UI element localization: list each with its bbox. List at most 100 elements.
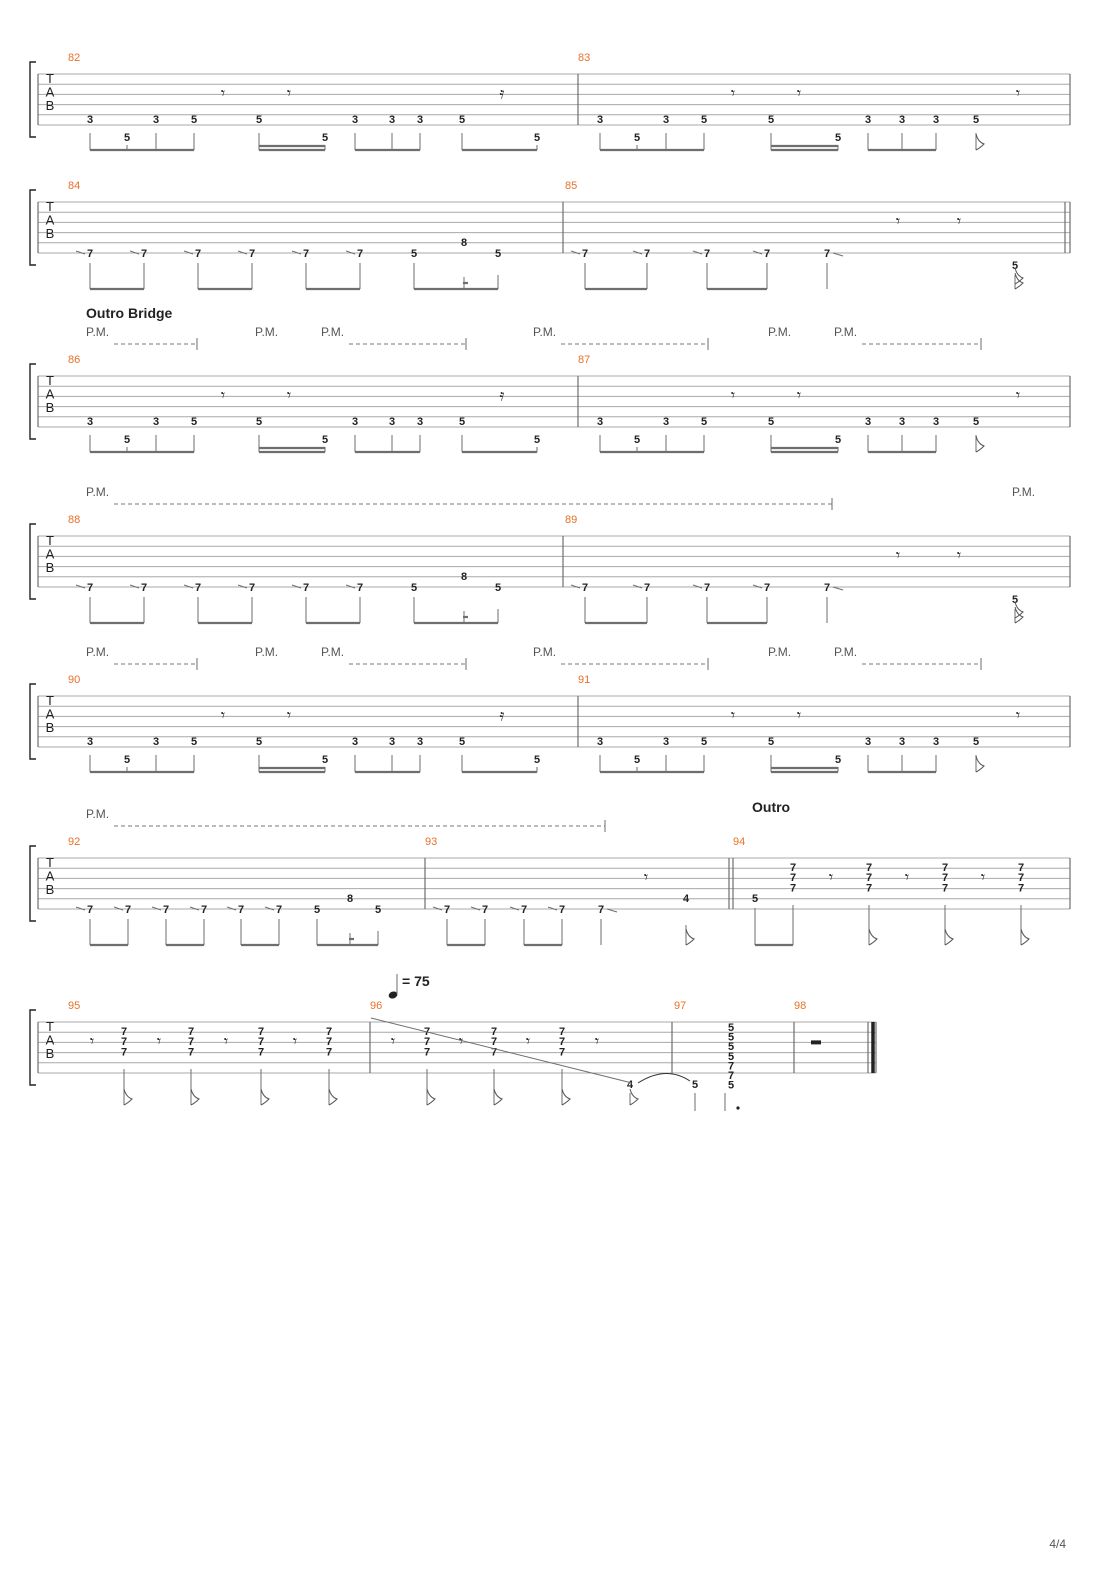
fret-number: 5: [534, 754, 540, 766]
slide-mark: [237, 250, 248, 255]
fret-number: 7: [188, 1026, 194, 1038]
rest-symbol: 𝄾: [644, 867, 648, 886]
fret-number: 3: [899, 416, 905, 428]
rest-symbol: 𝄾: [1016, 385, 1020, 404]
measure-number: 97: [674, 1000, 686, 1012]
note-flag: [975, 435, 985, 453]
quarter-note-head: [388, 991, 398, 999]
fret-number: 3: [663, 736, 669, 748]
fret-number: 3: [597, 416, 603, 428]
fret-number: 7: [644, 582, 650, 594]
fret-number: 3: [87, 416, 93, 428]
fret-number: 7: [249, 248, 255, 260]
fret-number: 3: [865, 736, 871, 748]
tab-clef-letter: A: [46, 707, 55, 722]
note-flag: [1014, 267, 1024, 285]
fret-number: 4: [627, 1079, 634, 1091]
rest-symbol: 𝄾: [981, 867, 985, 886]
fret-number: 5: [124, 754, 130, 766]
fret-number: 7: [1018, 872, 1024, 884]
fret-number: 7: [249, 582, 255, 594]
tab-clef-letter: A: [46, 869, 55, 884]
fret-number: 3: [597, 736, 603, 748]
palm-mute-label: P.M.: [533, 645, 556, 659]
fret-number: 7: [1018, 862, 1024, 874]
rest-symbol: 𝄾: [731, 705, 735, 724]
slide-out: [832, 252, 844, 257]
fret-number: 3: [663, 114, 669, 126]
rest-symbol: 𝄾: [157, 1031, 161, 1050]
slide-mark: [113, 906, 124, 911]
slide-mark: [291, 584, 302, 589]
slide-mark: [226, 906, 237, 911]
system-bracket: [29, 189, 36, 266]
slide-mark: [570, 584, 581, 589]
slide-mark: [632, 584, 643, 589]
fret-number: 7: [201, 904, 207, 916]
palm-mute-label: P.M.: [834, 645, 857, 659]
fret-number: 7: [121, 1036, 127, 1048]
tab-clef-letter: T: [46, 533, 54, 548]
fret-number: 5: [322, 132, 328, 144]
palm-mute-label: P.M.: [86, 645, 109, 659]
fret-number: 3: [417, 736, 423, 748]
fret-number: 7: [559, 1046, 565, 1058]
fret-number: 7: [491, 1026, 497, 1038]
fret-number: 7: [87, 904, 93, 916]
tab-clef-letter: T: [46, 693, 54, 708]
measure-number: 82: [68, 52, 80, 64]
system-bracket: [29, 683, 36, 760]
fret-number: 5: [768, 736, 774, 748]
measure-number: 98: [794, 1000, 806, 1012]
rest-symbol: 𝄾: [221, 385, 225, 404]
fret-number: 7: [326, 1036, 332, 1048]
fret-number: 7: [728, 1070, 734, 1082]
rest-symbol: 𝄾: [287, 83, 291, 102]
measure-number: 93: [425, 836, 437, 848]
fret-number: 5: [124, 434, 130, 446]
fret-number: 5: [256, 114, 262, 126]
note-flag: [1014, 272, 1024, 290]
fret-number: 4: [683, 893, 690, 905]
note-flag: [1020, 928, 1030, 946]
rest-symbol: 𝄾: [829, 867, 833, 886]
fret-number: 5: [701, 416, 707, 428]
note-flag: [190, 1088, 200, 1106]
fret-number: 3: [899, 114, 905, 126]
fret-number: 5: [1012, 594, 1018, 606]
slide-mark: [692, 250, 703, 255]
fret-number: 7: [582, 248, 588, 260]
fret-number: 3: [933, 114, 939, 126]
fret-number: 7: [728, 1060, 734, 1072]
fret-number: 5: [1012, 260, 1018, 272]
fret-number: 5: [728, 1041, 734, 1053]
slide-mark: [432, 906, 443, 911]
slide-mark: [129, 250, 140, 255]
fret-number: 7: [258, 1036, 264, 1048]
note-flag: [561, 1088, 571, 1106]
fret-number: 5: [322, 434, 328, 446]
tab-clef-letter: B: [46, 1046, 55, 1061]
system-bracket: [29, 1009, 36, 1086]
slide-mark: [189, 906, 200, 911]
fret-number: 7: [163, 904, 169, 916]
fret-number: 3: [389, 114, 395, 126]
fret-number: 3: [87, 114, 93, 126]
fret-number: 7: [704, 248, 710, 260]
fret-number: 8: [461, 571, 467, 583]
fret-number: 7: [559, 904, 565, 916]
tab-clef-letter: T: [46, 373, 54, 388]
tab-clef-letter: T: [46, 71, 54, 86]
fret-number: 3: [352, 114, 358, 126]
palm-mute-label: P.M.: [768, 325, 791, 339]
fret-number: 7: [141, 248, 147, 260]
fret-number: 5: [728, 1032, 734, 1044]
measure-number: 91: [578, 674, 590, 686]
note-flag: [1014, 601, 1024, 619]
note-flag: [685, 928, 695, 946]
tab-clef-letter: A: [46, 547, 55, 562]
fret-number: 5: [634, 434, 640, 446]
fret-number: 3: [352, 736, 358, 748]
